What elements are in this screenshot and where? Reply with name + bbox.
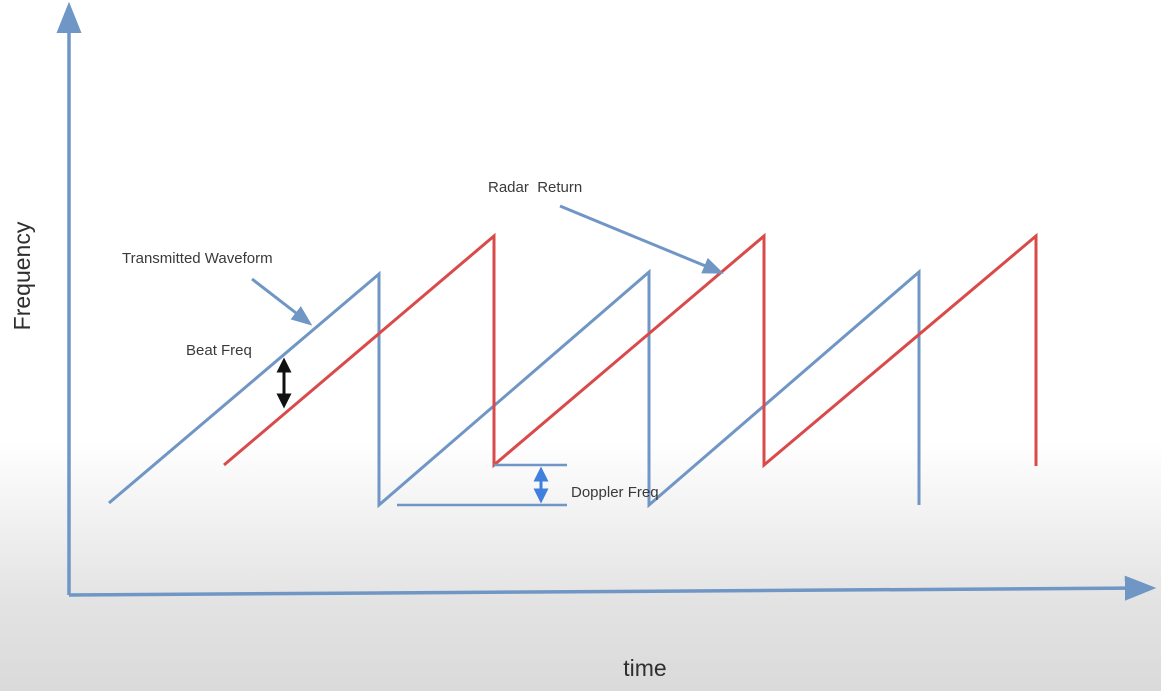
doppler-freq-label: Doppler Freq [571, 484, 659, 501]
return-label: Radar Return [488, 179, 582, 196]
radar-return-waveform [223, 232, 1038, 469]
x-axis [68, 575, 1157, 601]
transmitted-pointer-arrow [251, 277, 313, 326]
return-pointer-arrow [559, 204, 724, 274]
transmitted-label: Transmitted Waveform [122, 250, 273, 267]
x-axis-label: time [623, 655, 666, 681]
beat-freq-label: Beat Freq [186, 342, 252, 359]
transmitted-waveform [108, 268, 921, 509]
y-axis-label: Frequency [9, 221, 35, 330]
